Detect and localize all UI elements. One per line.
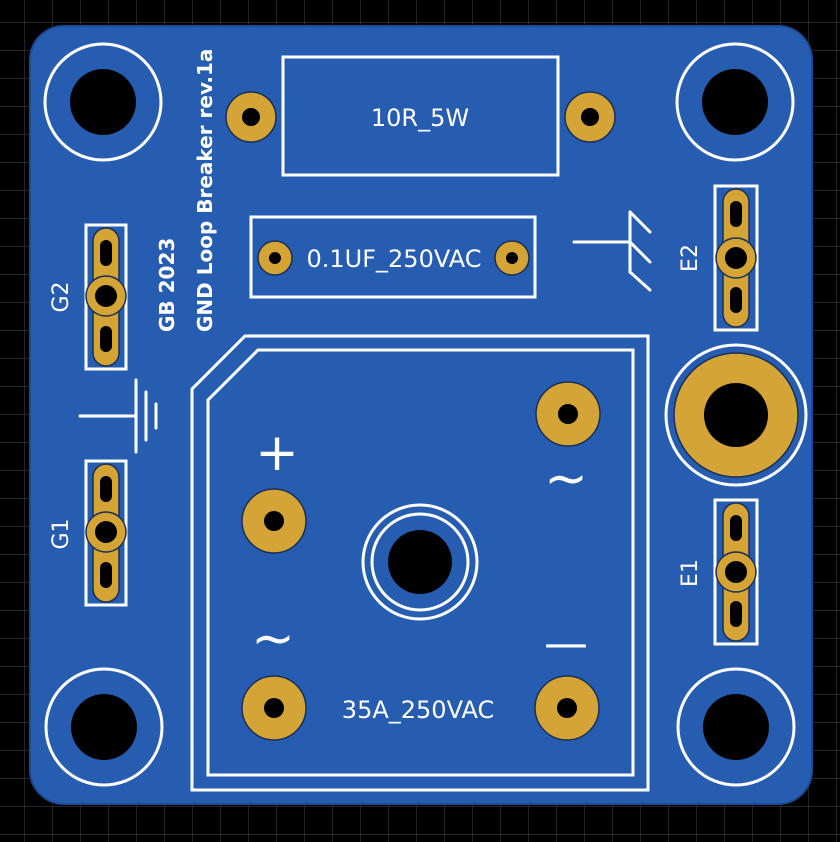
e1-label: E1	[678, 559, 703, 587]
capacitor-outline	[249, 215, 537, 299]
mounting-hole-top-right	[675, 42, 795, 162]
board-title: GND Loop Breaker rev.1a	[193, 49, 217, 332]
bridge-pad-ac-bottom	[241, 675, 307, 741]
g1-connector-pads	[85, 463, 127, 603]
board-year: GB 2023	[155, 238, 179, 332]
e2-label: E2	[678, 244, 703, 272]
g1-label: G1	[49, 518, 74, 549]
e1-connector-pads	[715, 502, 757, 642]
capacitor-pad-left	[257, 240, 293, 276]
g2-connector-pads	[85, 227, 127, 367]
mounting-hole-bottom-right	[676, 667, 796, 787]
pcb-board	[29, 25, 813, 805]
resistor-pad-right	[564, 91, 616, 143]
plus-marker: +	[255, 423, 299, 483]
chassis-ground-icon	[572, 210, 652, 292]
resistor-pad-left	[225, 91, 277, 143]
bridge-pad-plus	[241, 488, 307, 554]
e2-connector-outline	[713, 184, 759, 332]
capacitor-pad-right	[494, 240, 530, 276]
bridge-center-hole	[361, 503, 479, 621]
chassis-terminal-pad	[664, 343, 808, 487]
resistor-label: 10R_5W	[371, 104, 469, 132]
ac-marker-bottom: ~	[251, 609, 295, 669]
mounting-hole-bottom-left	[44, 667, 164, 787]
bridge-outline-inner	[206, 348, 635, 777]
e2-connector-pads	[715, 188, 757, 328]
bridge-label: 35A_250VAC	[342, 696, 494, 724]
bridge-outline-outer	[190, 334, 650, 792]
mounting-hole-top-left	[43, 42, 163, 162]
e1-connector-outline	[713, 498, 759, 646]
g2-label: G2	[49, 281, 74, 312]
resistor-outline	[281, 55, 560, 177]
ac-marker-top: ~	[544, 449, 588, 509]
bridge-pad-minus	[534, 675, 600, 741]
minus-marker: —	[544, 618, 588, 669]
bridge-pad-ac-top	[535, 381, 601, 447]
ground-icon	[78, 378, 158, 454]
capacitor-label: 0.1UF_250VAC	[307, 245, 482, 273]
